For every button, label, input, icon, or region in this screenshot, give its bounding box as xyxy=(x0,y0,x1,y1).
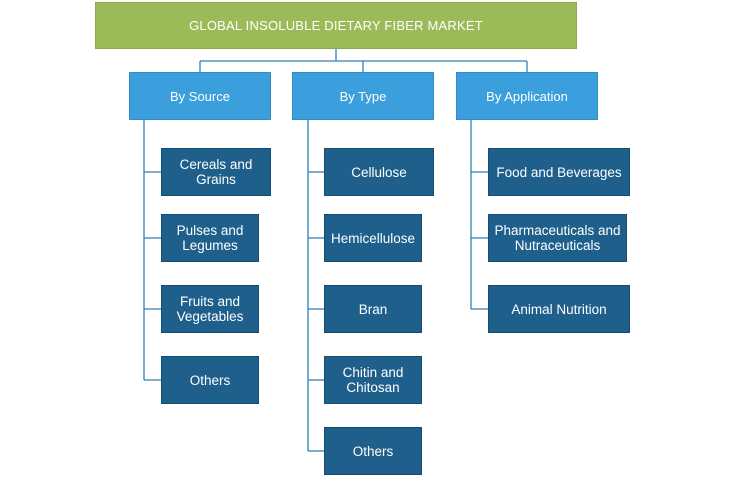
category-by-type: By Type xyxy=(292,72,434,120)
leaf-label: Fruits and Vegetables xyxy=(176,294,244,324)
leaf-label: Chitin and Chitosan xyxy=(342,365,404,395)
leaf-label: Bran xyxy=(358,301,388,317)
type-hemicellulose: Hemicellulose xyxy=(324,214,422,262)
type-bran: Bran xyxy=(324,285,422,333)
category-label: By Application xyxy=(486,88,568,104)
source-pulses-legumes: Pulses and Legumes xyxy=(161,214,259,262)
application-animal-nutrition: Animal Nutrition xyxy=(488,285,630,333)
leaf-label: Pulses and Legumes xyxy=(176,223,244,253)
source-others: Others xyxy=(161,356,259,404)
type-chitin-chitosan: Chitin and Chitosan xyxy=(324,356,422,404)
source-cereals-grains: Cereals and Grains xyxy=(161,148,271,196)
leaf-label: Cellulose xyxy=(351,164,407,180)
leaf-label: Hemicellulose xyxy=(330,230,416,246)
leaf-label: Others xyxy=(352,443,394,459)
root-node: GLOBAL INSOLUBLE DIETARY FIBER MARKET xyxy=(95,2,577,49)
root-label: GLOBAL INSOLUBLE DIETARY FIBER MARKET xyxy=(189,18,483,33)
application-food-beverages: Food and Beverages xyxy=(488,148,630,196)
category-by-application: By Application xyxy=(456,72,598,120)
leaf-label: Others xyxy=(189,372,231,388)
category-by-source: By Source xyxy=(129,72,271,120)
type-cellulose: Cellulose xyxy=(324,148,434,196)
leaf-label: Animal Nutrition xyxy=(511,301,607,317)
leaf-label: Food and Beverages xyxy=(496,164,622,180)
category-label: By Source xyxy=(170,88,230,104)
source-fruits-vegetables: Fruits and Vegetables xyxy=(161,285,259,333)
leaf-label: Cereals and Grains xyxy=(179,157,253,187)
category-label: By Type xyxy=(339,88,387,104)
leaf-label: Pharmaceuticals and Nutraceuticals xyxy=(494,223,621,253)
type-others: Others xyxy=(324,427,422,475)
application-pharma-nutraceuticals: Pharmaceuticals and Nutraceuticals xyxy=(488,214,627,262)
